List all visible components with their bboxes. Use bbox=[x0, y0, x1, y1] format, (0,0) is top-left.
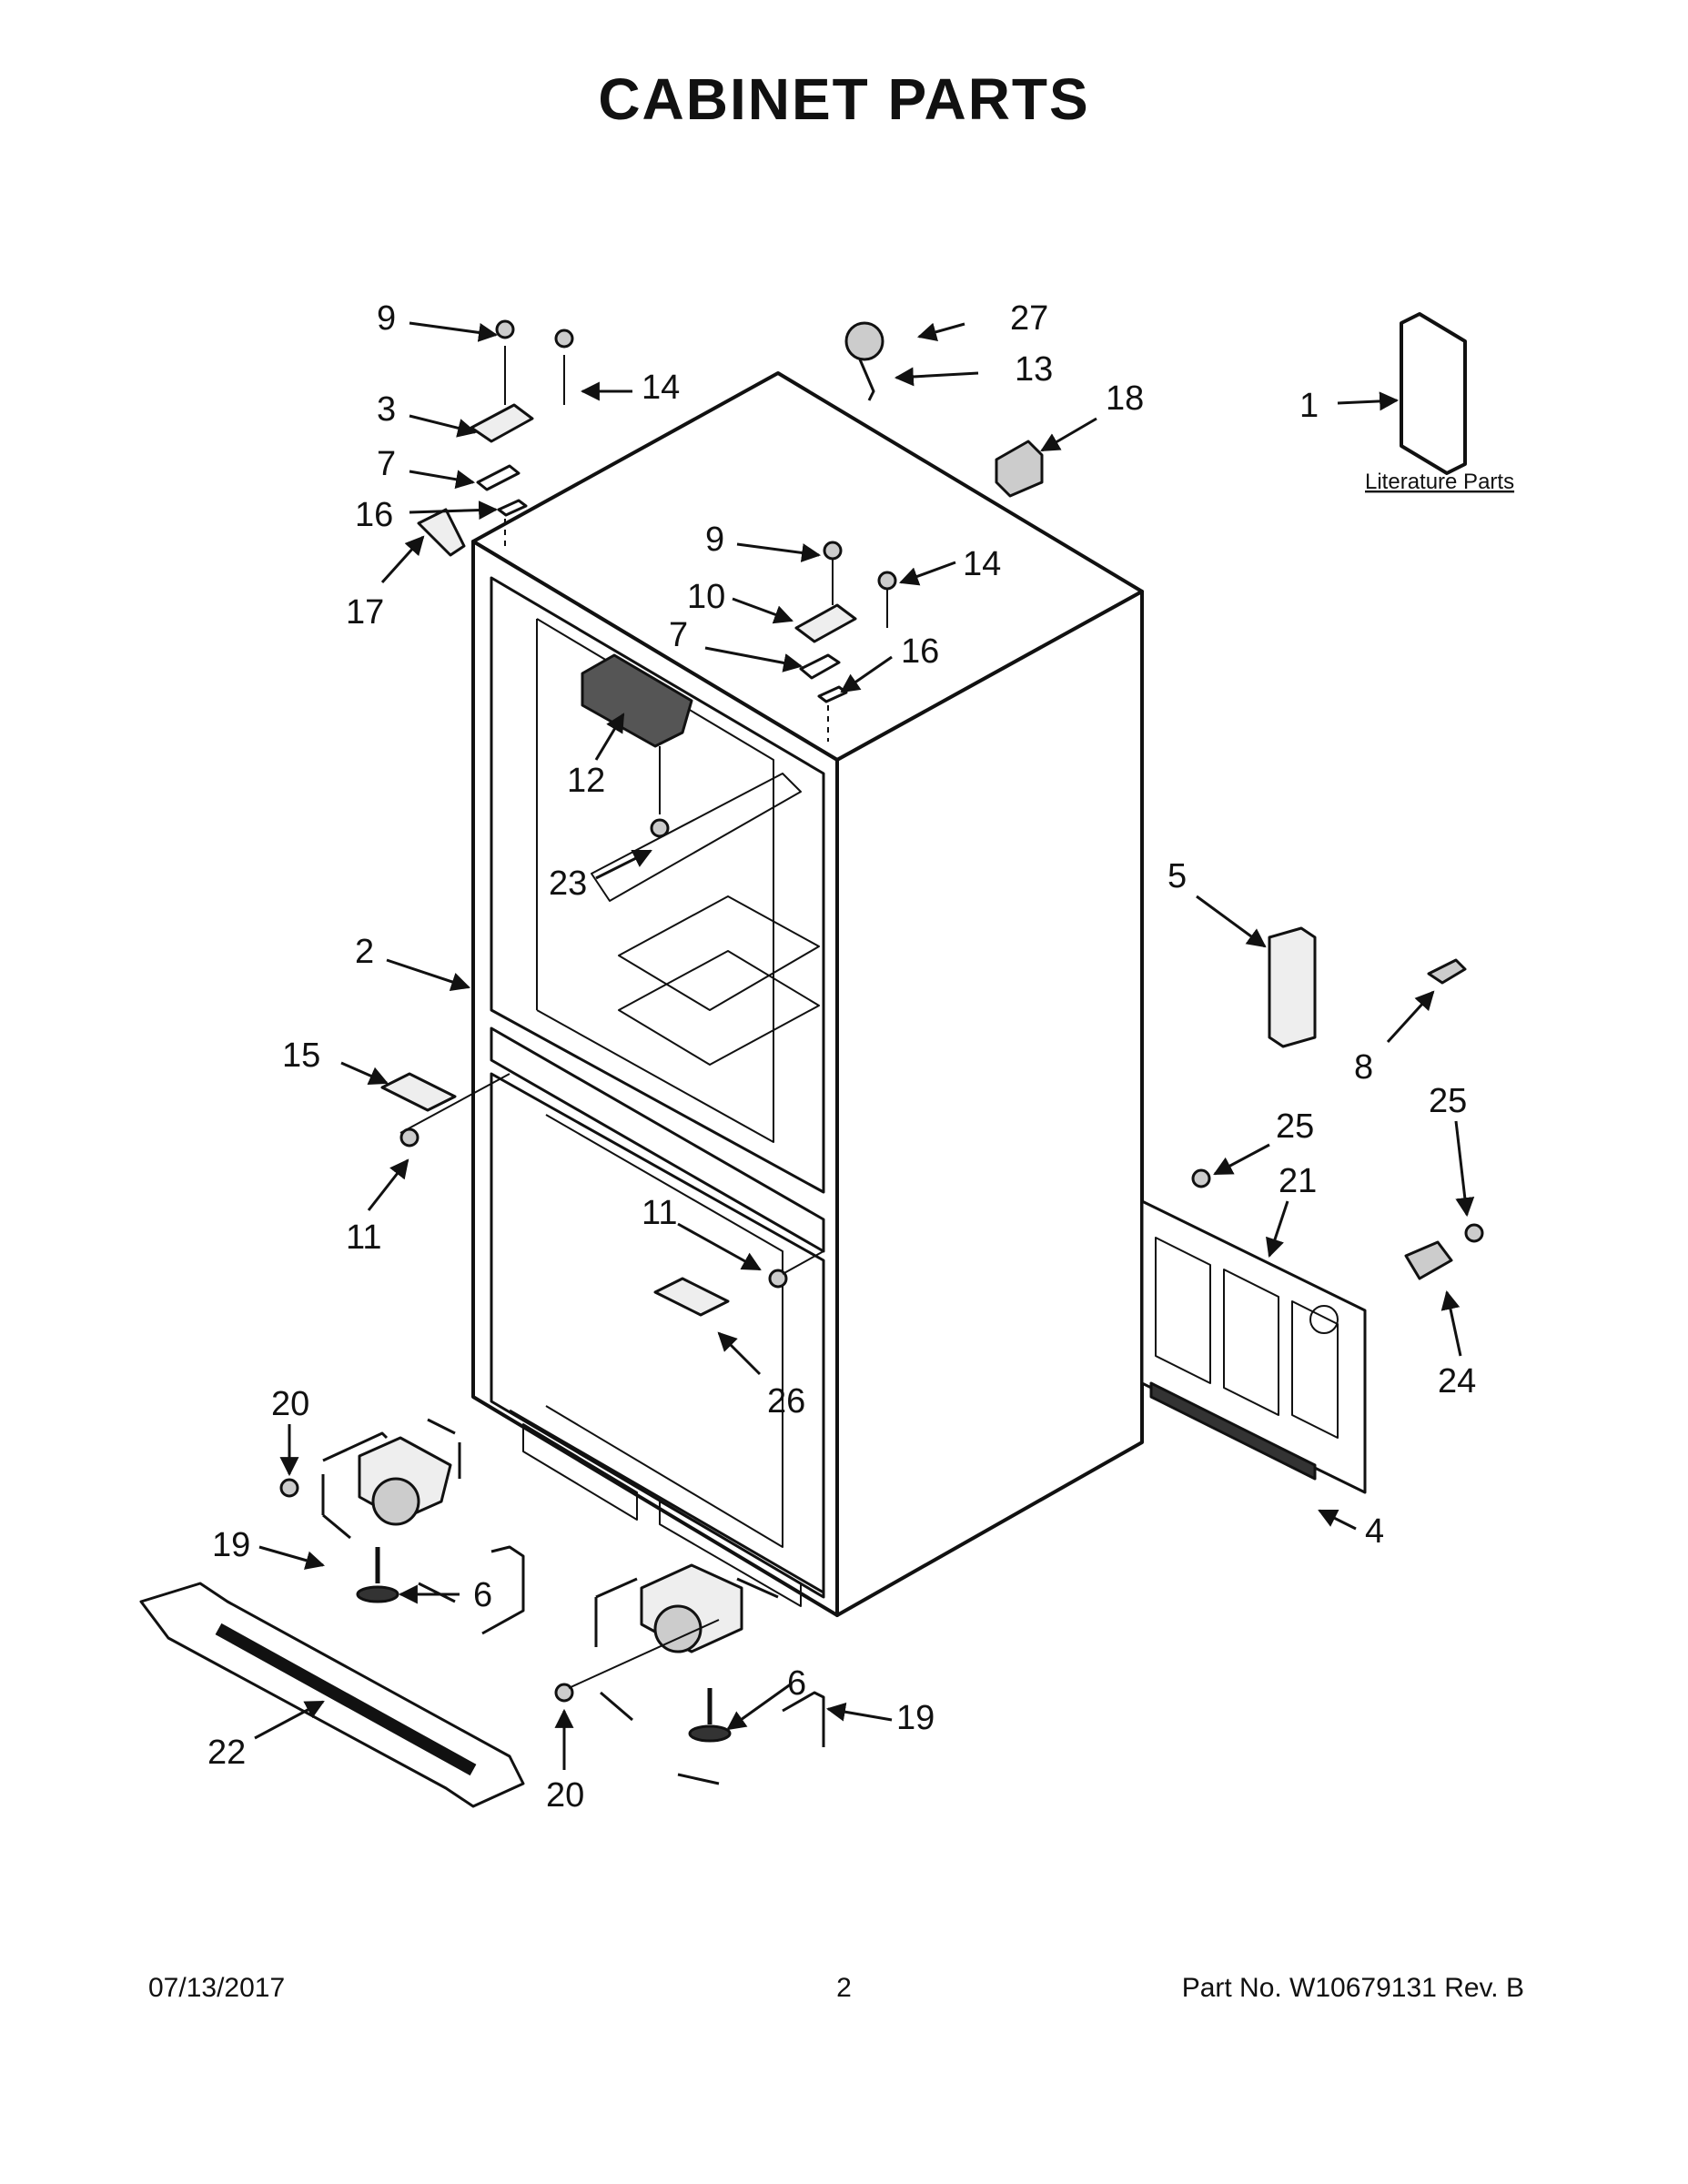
callout-6: 6 bbox=[787, 1664, 806, 1703]
footer-date: 07/13/2017 bbox=[148, 1973, 286, 2003]
rear-access-grille bbox=[1140, 1199, 1367, 1494]
callout-9: 9 bbox=[705, 521, 724, 559]
screw-icon bbox=[399, 1127, 419, 1148]
callout-14: 14 bbox=[963, 545, 1001, 583]
callout-2: 2 bbox=[355, 933, 374, 971]
callout-27: 27 bbox=[1010, 299, 1048, 338]
callout-18: 18 bbox=[1106, 379, 1144, 418]
grille-strip bbox=[1149, 1381, 1317, 1481]
callout-14: 14 bbox=[642, 369, 680, 407]
callout-4: 4 bbox=[1365, 1512, 1384, 1551]
roller-assembly-right bbox=[554, 1563, 825, 1785]
callout-1: 1 bbox=[1299, 387, 1319, 425]
callout-17: 17 bbox=[346, 593, 384, 632]
part-5-cover bbox=[1268, 926, 1317, 1048]
part-18-clip bbox=[995, 440, 1044, 498]
hinge-upper-left bbox=[470, 346, 565, 546]
callout-5: 5 bbox=[1167, 857, 1187, 895]
callout-12: 12 bbox=[567, 762, 605, 800]
callout-9: 9 bbox=[377, 299, 396, 338]
callout-19: 19 bbox=[896, 1699, 935, 1737]
tubing-clamp bbox=[1404, 1240, 1453, 1280]
screw-icon bbox=[1191, 1168, 1211, 1188]
screw-icon bbox=[1464, 1223, 1484, 1243]
callout-16: 16 bbox=[355, 496, 393, 534]
callout-3: 3 bbox=[377, 390, 396, 429]
tubing-clip bbox=[417, 508, 466, 557]
literature-parts-label: Literature Parts bbox=[1365, 470, 1514, 494]
hinge-upper-right bbox=[794, 560, 888, 742]
screw-icon bbox=[768, 1269, 788, 1289]
callout-10: 10 bbox=[687, 578, 725, 616]
literature-booklet bbox=[1400, 312, 1467, 475]
callout-19: 19 bbox=[212, 1526, 250, 1564]
door-stop-bracket-lower bbox=[653, 1277, 730, 1317]
callout-24: 24 bbox=[1438, 1362, 1476, 1400]
callout-23: 23 bbox=[549, 864, 587, 903]
part-8-clip bbox=[1427, 958, 1467, 985]
footer-part-number: Part No. W10679131 Rev. B bbox=[1181, 1973, 1524, 2003]
footer-page-number: 2 bbox=[836, 1973, 852, 2003]
callout-26: 26 bbox=[767, 1382, 805, 1421]
callout-20: 20 bbox=[271, 1385, 309, 1423]
callout-21: 21 bbox=[1279, 1162, 1317, 1200]
callout-25: 25 bbox=[1276, 1107, 1314, 1146]
ground-tab bbox=[844, 321, 884, 401]
page-title: CABINET PARTS bbox=[598, 66, 1090, 132]
roller-assembly-left bbox=[279, 1418, 525, 1635]
callout-labels: 27 13 18 1 Literature Parts 9 14 3 7 16 … bbox=[207, 299, 1514, 1815]
leader-arrows bbox=[254, 321, 1475, 1770]
door-stop-bracket bbox=[380, 1072, 457, 1112]
callout-11: 11 bbox=[346, 1218, 381, 1257]
callout-22: 22 bbox=[207, 1734, 246, 1772]
callout-11: 11 bbox=[642, 1194, 677, 1232]
callout-6: 6 bbox=[473, 1576, 492, 1614]
base-grille bbox=[139, 1582, 525, 1808]
control-housing bbox=[581, 653, 693, 748]
callout-7: 7 bbox=[377, 445, 396, 483]
callout-20: 20 bbox=[546, 1776, 584, 1815]
callout-13: 13 bbox=[1015, 350, 1053, 389]
screw-icon bbox=[650, 818, 670, 838]
callout-8: 8 bbox=[1354, 1048, 1373, 1087]
cabinet-shell bbox=[471, 371, 1144, 1617]
callout-7: 7 bbox=[669, 616, 688, 654]
callout-15: 15 bbox=[282, 1036, 320, 1075]
callout-25: 25 bbox=[1429, 1082, 1467, 1120]
screw-icon bbox=[495, 319, 897, 591]
callout-16: 16 bbox=[901, 632, 939, 671]
